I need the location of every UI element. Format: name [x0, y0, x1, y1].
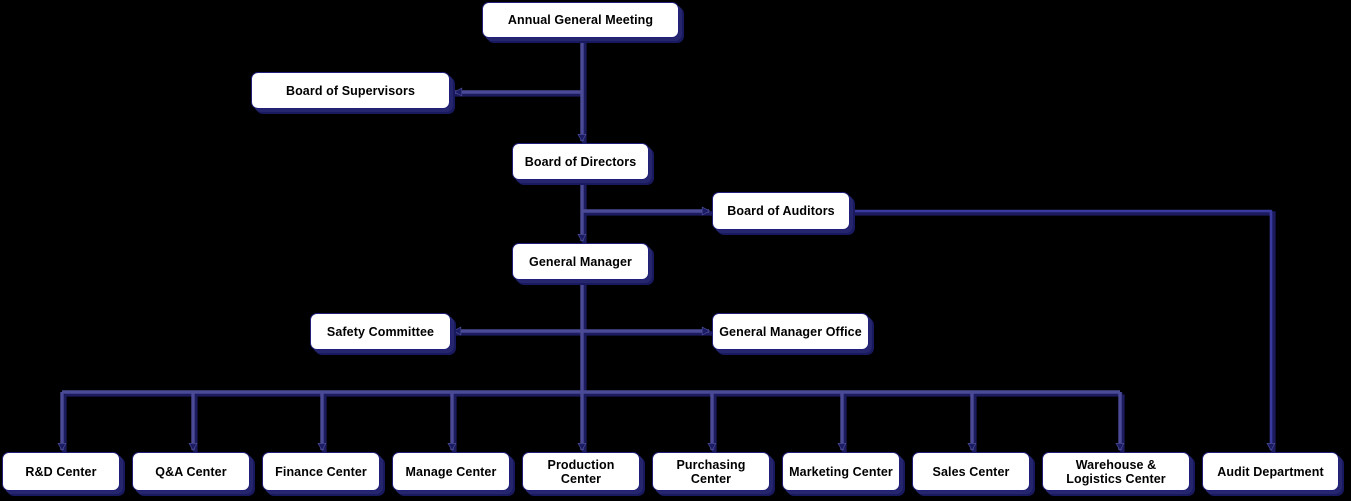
org-node-label-manage: Manage Center — [405, 464, 497, 479]
org-node-gm[interactable]: General Manager — [512, 243, 649, 280]
org-node-label-bos: Board of Supervisors — [285, 83, 416, 98]
org-node-audit[interactable]: Audit Department — [1202, 452, 1339, 491]
org-node-label-rnd: R&D Center — [25, 464, 97, 479]
org-node-manage[interactable]: Manage Center — [392, 452, 510, 491]
org-node-label-warehouse: Warehouse & Logistics Center — [1066, 457, 1166, 486]
org-node-sales[interactable]: Sales Center — [912, 452, 1030, 491]
org-node-rnd[interactable]: R&D Center — [2, 452, 120, 491]
org-node-label-qa: Q&A Center — [155, 464, 227, 479]
org-node-label-sales: Sales Center — [932, 464, 1010, 479]
org-node-label-safety: Safety Committee — [326, 324, 435, 339]
org-node-purchasing[interactable]: Purchasing Center — [652, 452, 770, 491]
org-node-label-purchasing: Purchasing Center — [676, 457, 746, 486]
org-node-gmoffice[interactable]: General Manager Office — [712, 313, 869, 350]
org-node-label-boa: Board of Auditors — [727, 204, 835, 218]
org-node-safety[interactable]: Safety Committee — [310, 313, 451, 350]
org-node-qa[interactable]: Q&A Center — [132, 452, 250, 491]
org-node-bos[interactable]: Board of Supervisors — [251, 72, 450, 109]
org-node-label-finance: Finance Center — [275, 464, 367, 479]
org-node-label-bod: Board of Directors — [524, 154, 637, 169]
org-node-production[interactable]: Production Center — [522, 452, 640, 491]
org-node-label-audit: Audit Department — [1217, 464, 1324, 479]
org-node-marketing[interactable]: Marketing Center — [782, 452, 900, 491]
org-node-warehouse[interactable]: Warehouse & Logistics Center — [1042, 452, 1190, 491]
org-node-label-agm: Annual General Meeting — [507, 13, 654, 27]
org-node-label-marketing: Marketing Center — [789, 464, 893, 479]
org-node-finance[interactable]: Finance Center — [262, 452, 380, 491]
org-node-agm[interactable]: Annual General Meeting — [482, 2, 679, 38]
org-node-boa[interactable]: Board of Auditors — [712, 192, 850, 230]
org-node-label-gmoffice: General Manager Office — [719, 324, 862, 339]
org-node-bod[interactable]: Board of Directors — [512, 143, 649, 180]
org-node-label-production: Production Center — [547, 457, 615, 486]
org-node-label-gm: General Manager — [529, 254, 632, 269]
connector-boa-to-audit — [850, 209, 1276, 452]
